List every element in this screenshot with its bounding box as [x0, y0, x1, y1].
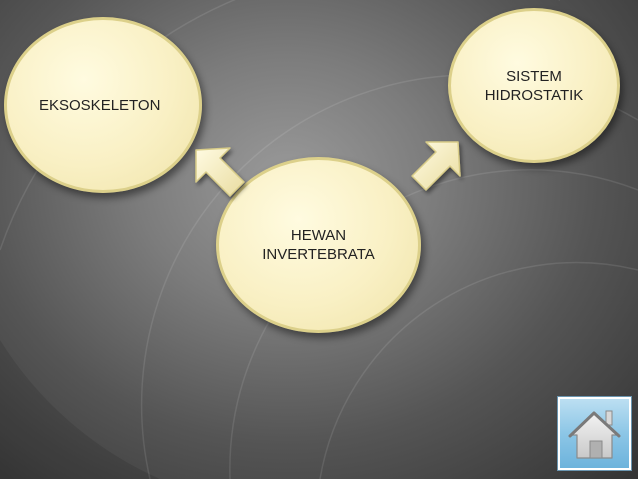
- house-icon: [568, 410, 621, 459]
- node-sistem-hidrostatik: SISTEM HIDROSTATIK: [448, 8, 620, 163]
- node-hewan-invertebrata: HEWAN INVERTEBRATA: [216, 157, 421, 333]
- home-button[interactable]: [558, 397, 631, 470]
- arrow-to-sistem-hidrostatik: [411, 141, 461, 191]
- arrow-to-eksoskeleton: [195, 147, 245, 197]
- node-eksoskeleton-label: EKSOSKELETON: [39, 96, 161, 114]
- node-eksoskeleton: EKSOSKELETON: [4, 17, 202, 193]
- node-sistem-hidrostatik-label: SISTEM HIDROSTATIK: [484, 67, 584, 104]
- node-hewan-invertebrata-label: HEWAN INVERTEBRATA: [262, 227, 375, 263]
